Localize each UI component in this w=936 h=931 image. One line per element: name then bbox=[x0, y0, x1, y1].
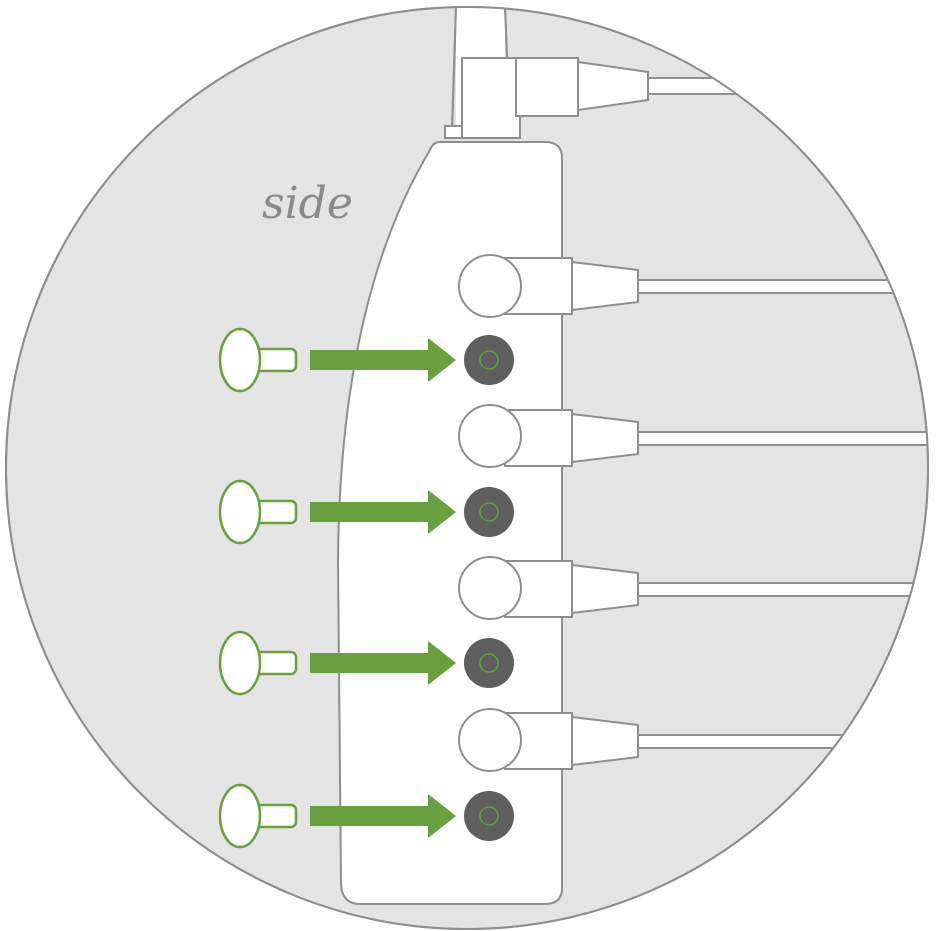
socket-port-icon bbox=[464, 638, 514, 688]
socket-port-icon bbox=[464, 335, 514, 385]
socket-port-icon bbox=[464, 487, 514, 537]
socket-port-icon bbox=[464, 791, 514, 841]
view-label: side bbox=[262, 178, 353, 229]
